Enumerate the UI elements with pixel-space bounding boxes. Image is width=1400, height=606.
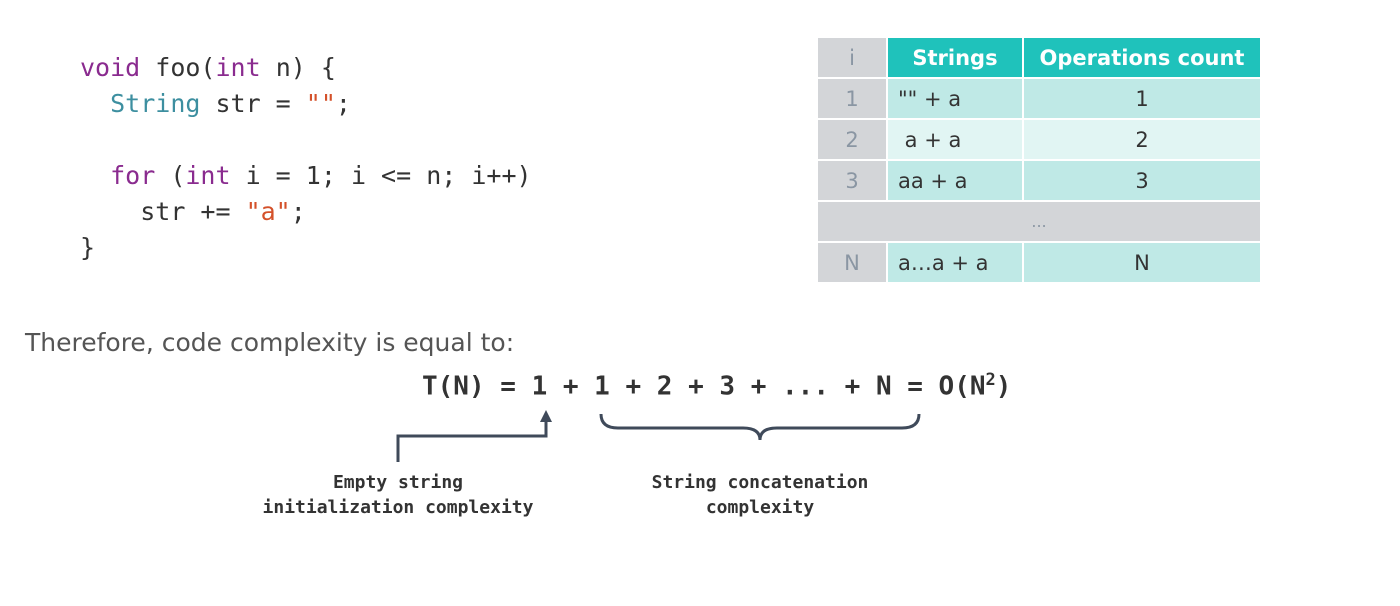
code-text: n) { [260, 53, 336, 82]
table-row: N a…a + a N [818, 243, 1260, 284]
row-strings: a + a [888, 120, 1022, 161]
row-index: 2 [818, 120, 886, 161]
code-block: void foo(int n) { String str = ""; for (… [80, 50, 532, 266]
row-index: 3 [818, 161, 886, 202]
code-text: foo( [140, 53, 216, 82]
code-line: String str = ""; [80, 86, 532, 122]
conclusion-text: Therefore, code complexity is equal to: [25, 328, 515, 357]
row-count: N [1024, 243, 1260, 284]
code-text: str = [200, 89, 306, 118]
code-keyword: int [215, 53, 261, 82]
code-line: void foo(int n) { [80, 50, 532, 86]
row-count: 1 [1024, 79, 1260, 120]
row-index: N [818, 243, 886, 284]
formula-main: T(N) = 1 + 1 + 2 + 3 + ... + N = O(N [422, 371, 986, 402]
code-text: ; [335, 89, 351, 118]
code-line: str += "a"; [80, 194, 532, 230]
row-index: 1 [818, 79, 886, 120]
concatenation-brace [599, 413, 921, 441]
header-operations-count: Operations count [1024, 38, 1260, 79]
header-i: i [818, 38, 886, 79]
init-complexity-note: Empty string initialization complexity [248, 470, 548, 520]
note-line: Empty string [332, 472, 464, 493]
code-keyword: int [185, 161, 231, 190]
note-line: initialization complexity [262, 497, 534, 518]
code-type: String [110, 89, 201, 118]
ellipsis-cell: ... [818, 202, 1260, 243]
table-row: 3 aa + a 3 [818, 161, 1260, 202]
table-header-row: i Strings Operations count [818, 38, 1260, 79]
row-strings: a…a + a [888, 243, 1022, 284]
init-arrow [396, 418, 548, 462]
table-row: 1 "" + a 1 [818, 79, 1260, 120]
operations-table: i Strings Operations count 1 "" + a 1 2 … [816, 38, 1262, 284]
code-line: for (int i = 1; i <= n; i++) [80, 158, 532, 194]
code-string: "" [305, 89, 336, 118]
code-text: i = 1; i <= n; i++) [230, 161, 532, 190]
complexity-formula: T(N) = 1 + 1 + 2 + 3 + ... + N = O(N2) [422, 370, 1011, 402]
code-text: ; [290, 197, 306, 226]
row-strings: aa + a [888, 161, 1022, 202]
note-line: complexity [705, 497, 815, 518]
init-arrow-head [540, 410, 552, 422]
table-row: 2 a + a 2 [818, 120, 1260, 161]
code-keyword: for [110, 161, 156, 190]
header-strings: Strings [888, 38, 1022, 79]
code-text: str += [140, 197, 246, 226]
row-strings: "" + a [888, 79, 1022, 120]
row-count: 2 [1024, 120, 1260, 161]
concatenation-complexity-note: String concatenation complexity [620, 470, 900, 520]
note-line: String concatenation [651, 472, 869, 493]
code-text: ( [155, 161, 186, 190]
code-line: } [80, 233, 96, 262]
formula-exponent: 2 [985, 370, 996, 390]
row-count: 3 [1024, 161, 1260, 202]
code-keyword: void [80, 53, 141, 82]
table-row-ellipsis: ... [818, 202, 1260, 243]
code-string: "a" [245, 197, 291, 226]
formula-close: ) [995, 371, 1012, 402]
